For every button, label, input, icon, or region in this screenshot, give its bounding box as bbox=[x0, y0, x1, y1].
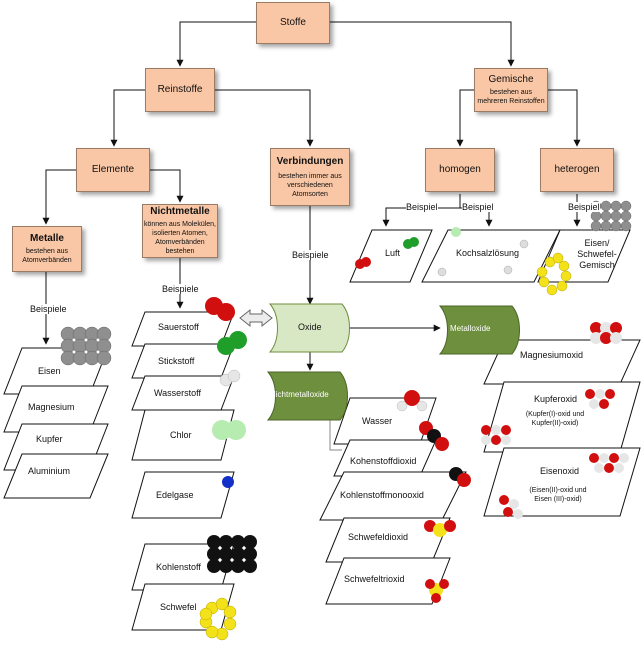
nichtmetall-item-sauerstoff: Sauerstoff bbox=[158, 322, 199, 332]
metalloxide-shape bbox=[438, 305, 520, 355]
node-elemente-label: Elemente bbox=[91, 164, 135, 175]
mo-item-kupferoxid: Kupferoxid bbox=[534, 394, 578, 404]
schwefel-molecule bbox=[199, 597, 237, 641]
metalloxide-label: Metalloxide bbox=[450, 324, 491, 333]
nichtmetall-item-kohlenstoff: Kohlenstoff bbox=[156, 562, 201, 572]
node-heterogen-label: heterogen bbox=[554, 164, 600, 175]
metall-item-kupfer: Kupfer bbox=[36, 434, 63, 444]
node-heterogen: heterogen bbox=[540, 148, 614, 192]
kupferoxid-molecules bbox=[481, 389, 615, 445]
label-beispiele-metalle: Beispiele bbox=[30, 304, 67, 314]
node-gemische-sub: bestehen aus mehreren Reinstoffen bbox=[477, 89, 545, 105]
mo-item-eisenoxid-sub: (Eisen(II)-oxid und Eisen (III)-oxid) bbox=[529, 487, 587, 503]
metall-item-aluminium: Aluminium bbox=[28, 466, 71, 476]
chlor-molecule bbox=[212, 420, 246, 440]
nichtmetalloxide-shape bbox=[266, 371, 348, 421]
nmo-item-wasser: Wasser bbox=[362, 416, 393, 426]
double-arrow bbox=[239, 308, 273, 328]
node-metalle-label: Metalle bbox=[30, 233, 64, 244]
node-reinstoffe: Reinstoffe bbox=[145, 68, 215, 112]
kochsalz-molecules bbox=[437, 227, 529, 277]
nmo-item-kohlenstoffmonooxid: Kohlenstoffmonooxid bbox=[340, 490, 424, 500]
so2-molecule bbox=[424, 520, 456, 537]
oxide-shape bbox=[268, 303, 350, 353]
example-luft: Luft bbox=[385, 248, 401, 258]
node-metalle-sub: bestehen aus Atomverbänden bbox=[22, 248, 72, 264]
wasser-molecule bbox=[396, 390, 428, 412]
node-homogen: homogen bbox=[425, 148, 495, 192]
node-nichtmetalle-sub: können aus Molekülen, isolierten Atomen,… bbox=[144, 221, 216, 255]
nichtmetall-item-schwefel: Schwefel bbox=[160, 602, 197, 612]
nmo-item-schwefeltrioxid: Schwefeltrioxid bbox=[344, 574, 405, 584]
nmo-item-kohlenstoffdioxid: Kohenstoffdioxid bbox=[350, 456, 417, 466]
nichtmetalloxide-label: Nichtmetalloxide bbox=[270, 390, 329, 399]
wasserstoff-molecule bbox=[219, 369, 241, 387]
example-eisen-schwefel: Eisen/ Schwefel- Gemisch bbox=[577, 238, 617, 270]
edelgas-atom bbox=[222, 476, 234, 488]
nichtmetall-item-wasserstoff: Wasserstoff bbox=[154, 388, 202, 398]
mo-item-magnesiumoxid: Magnesiumoxid bbox=[520, 350, 584, 360]
nichtmetall-item-edelgase: Edelgase bbox=[156, 490, 194, 500]
nmo-item-schwefeldioxid: Schwefeldioxid bbox=[348, 532, 409, 542]
nichtmetall-item-stickstoff: Stickstoff bbox=[158, 356, 195, 366]
kohlenstoff-atoms bbox=[207, 535, 257, 573]
co2-molecule bbox=[419, 421, 449, 451]
so3-molecule bbox=[425, 579, 449, 603]
node-elemente: Elemente bbox=[76, 148, 150, 192]
example-kochsalzloesung: Kochsalzlösung bbox=[456, 248, 520, 258]
node-verbindungen: Verbindungen bestehen immer aus verschie… bbox=[270, 148, 350, 206]
label-beispiele-verbindungen: Beispiele bbox=[292, 250, 329, 260]
node-homogen-label: homogen bbox=[439, 164, 481, 175]
node-nichtmetalle-label: Nichtmetalle bbox=[150, 206, 210, 217]
node-verbindungen-sub: bestehen immer aus verschiedenen Atomsor… bbox=[278, 172, 342, 198]
stickstoff-molecule bbox=[217, 331, 247, 355]
node-reinstoffe-label: Reinstoffe bbox=[157, 84, 203, 95]
eisen-atoms bbox=[60, 326, 112, 366]
label-beispiel-homogen-2: Beispiel bbox=[462, 202, 494, 212]
mo-item-eisenoxid: Eisenoxid bbox=[540, 466, 580, 476]
mgo-molecules bbox=[590, 322, 622, 344]
node-metalle: Metalle bestehen aus Atomverbänden bbox=[12, 226, 82, 272]
node-verbindungen-label: Verbindungen bbox=[276, 155, 344, 167]
node-stoffe-label: Stoffe bbox=[280, 17, 306, 28]
mo-item-kupferoxid-sub: (Kupfer(I)-oxid und Kupfer(II)-oxid) bbox=[525, 411, 585, 427]
node-nichtmetalle: Nichtmetalle können aus Molekülen, isoli… bbox=[142, 204, 218, 258]
luft-molecules bbox=[355, 237, 419, 269]
eisenoxid-molecules bbox=[499, 453, 629, 519]
label-beispiele-nichtmetalle: Beispiele bbox=[162, 284, 199, 294]
label-beispiel-homogen: Beispiel bbox=[406, 202, 438, 212]
metall-item-magnesium: Magnesium bbox=[28, 402, 75, 412]
node-stoffe: Stoffe bbox=[256, 2, 330, 44]
node-gemische: Gemische bestehen aus mehreren Reinstoff… bbox=[474, 68, 548, 112]
oxide-label: Oxide bbox=[298, 322, 322, 332]
nichtmetall-item-chlor: Chlor bbox=[170, 430, 192, 440]
sauerstoff-molecule bbox=[205, 297, 235, 321]
co-molecule bbox=[449, 467, 471, 487]
label-beispiel-heterogen: Beispiel bbox=[568, 202, 600, 212]
node-gemische-label: Gemische bbox=[488, 74, 534, 85]
metall-item-eisen: Eisen bbox=[38, 366, 61, 376]
